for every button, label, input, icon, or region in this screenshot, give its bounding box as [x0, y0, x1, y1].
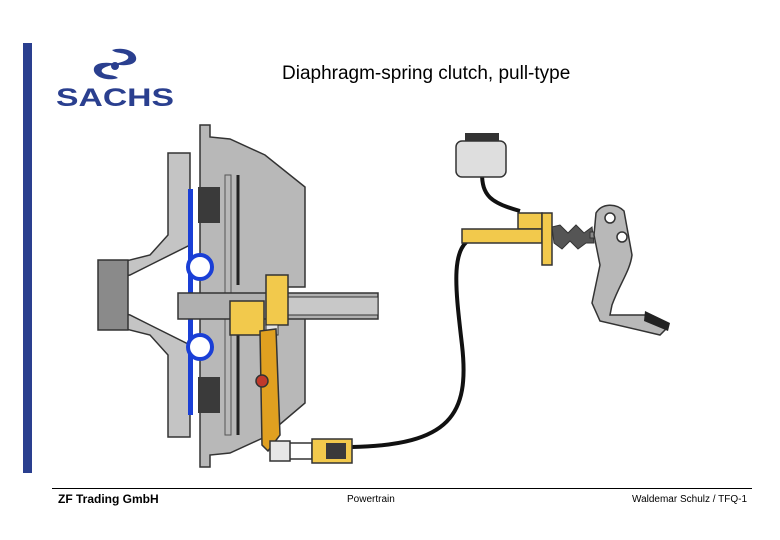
hydraulic-line [351, 235, 476, 449]
master-cylinder [461, 212, 613, 266]
reservoir-line [480, 172, 521, 213]
footer-divider [52, 488, 752, 489]
slave-cylinder [269, 438, 353, 464]
clutch-disc-bottom [188, 315, 193, 415]
release-bearing [229, 300, 265, 336]
torsion-spring-top [186, 253, 214, 281]
friction-lining-bottom [198, 377, 220, 413]
release-lever [259, 328, 281, 453]
footer-company: ZF Trading GmbH [58, 492, 159, 506]
footer-author: Waldemar Schulz / TFQ-1 [632, 494, 748, 505]
logo-wordmark: SACHS [56, 84, 174, 110]
lever-pivot [255, 374, 269, 388]
sachs-logo: SACHS [56, 48, 174, 110]
page-title: Diaphragm-spring clutch, pull-type [282, 63, 571, 84]
fluid-reservoir [455, 133, 507, 178]
torsion-spring-bottom [186, 333, 214, 361]
clutch-diagram [97, 124, 670, 468]
clutch-disc-top [188, 189, 193, 309]
clutch-pedal [591, 204, 670, 336]
footer-division: Powertrain [347, 494, 395, 505]
brand-side-bar [23, 43, 32, 473]
friction-lining-top [198, 187, 220, 223]
